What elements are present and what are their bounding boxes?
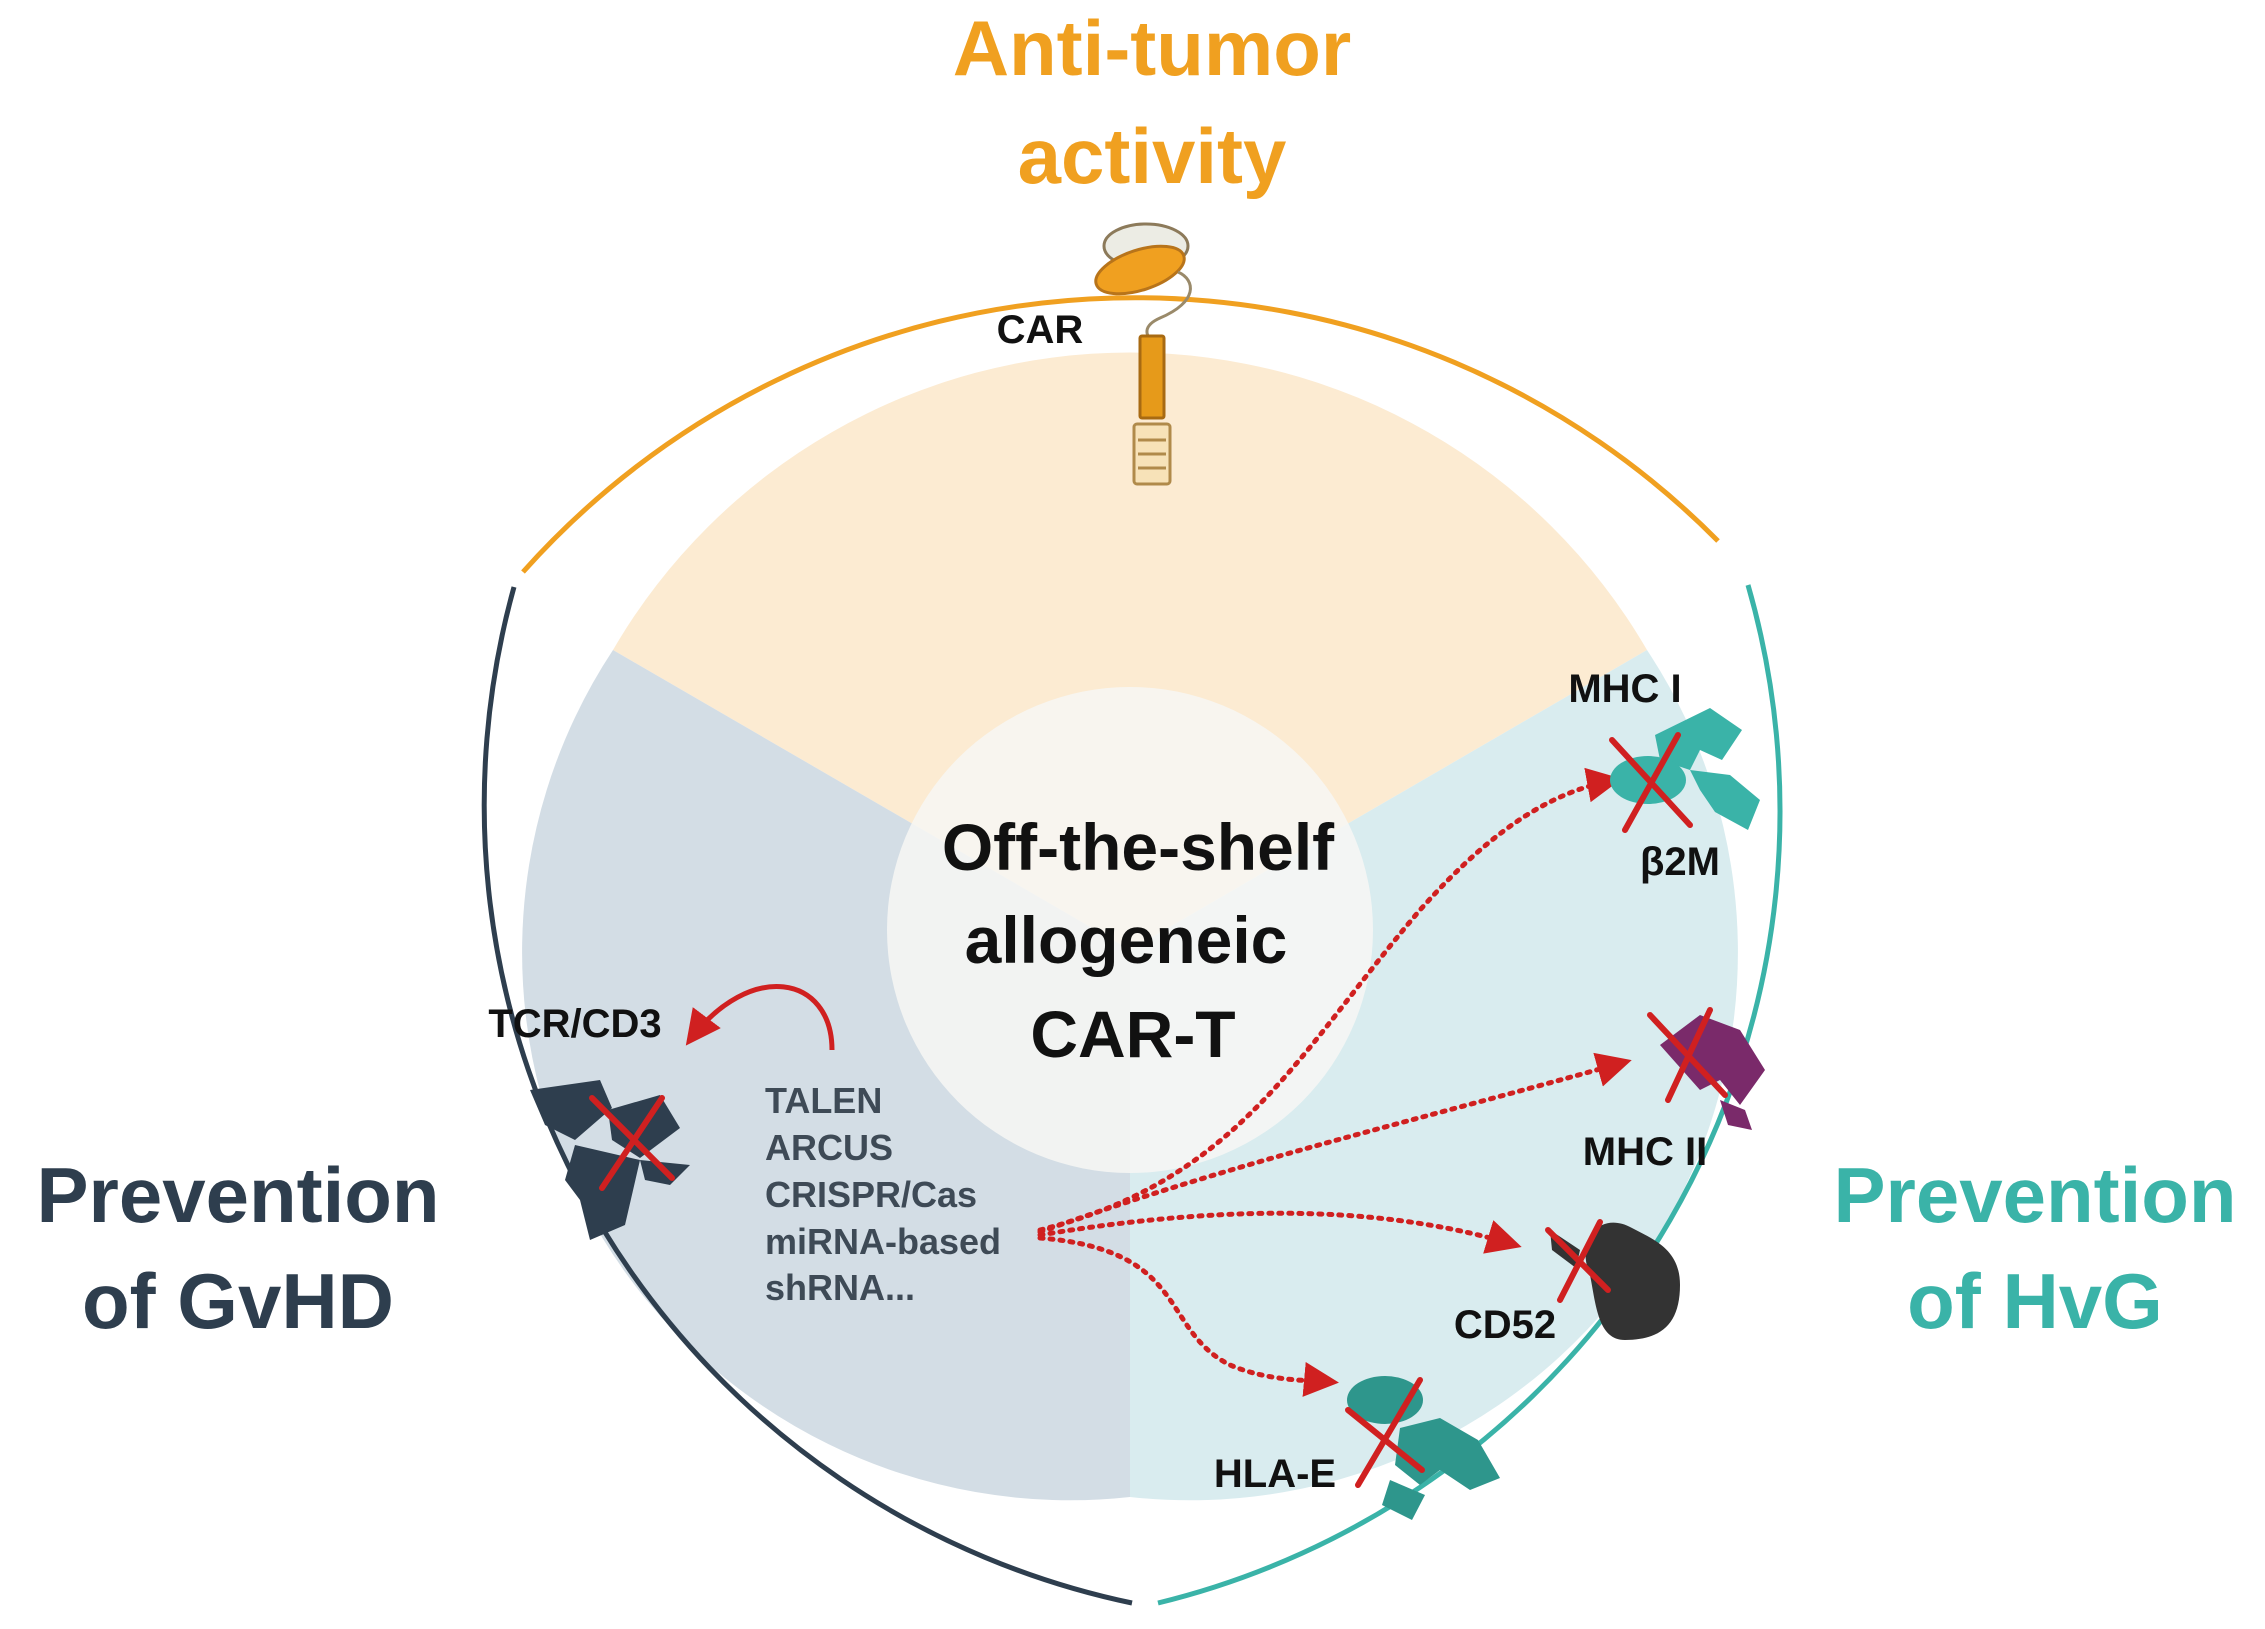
mhc1-label: MHC I [1568,667,1681,711]
cd52-knockout-cross-icon [1545,1219,1611,1303]
center-label-line2: allogeneic [965,903,1288,977]
mhc2-icon [1660,1015,1765,1130]
center-disc [887,687,1373,1173]
title-hvg-line2: of HvG [1907,1257,2163,1345]
b2m-label: β2M [1640,840,1720,884]
method-item: shRNA... [765,1267,915,1308]
title-hvg-line1: Prevention [1833,1151,2236,1239]
arc-hvg [1157,584,1783,1606]
hla-e-label: HLA-E [1214,1452,1336,1496]
arrow-to-mhc1 [1037,767,1622,1233]
center-label-line3: CAR-T [1030,997,1235,1071]
cd52-label: CD52 [1454,1303,1556,1347]
method-item: TALEN [765,1080,882,1121]
method-item: ARCUS [765,1127,893,1168]
mhc1-knockout-cross-icon [1609,732,1693,833]
title-gvhd-line1: Prevention [36,1151,439,1239]
arc-anti-tumor [521,295,1720,574]
title-anti-tumor-line1: Anti-tumor [953,4,1352,92]
arrow-to-hla-e [1037,1235,1339,1397]
sector-anti-tumor [613,352,1647,950]
tcr-cd3-label: TCR/CD3 [488,1002,661,1046]
tcr-arrow [685,984,835,1051]
arrow-to-mhc2 [1037,1052,1632,1235]
title-gvhd-line2: of GvHD [82,1257,394,1345]
mhc2-knockout-cross-icon [1647,1007,1728,1103]
tcr-cd3-knockout-cross-icon [589,1095,675,1191]
center-label-line1: Off-the-shelf [942,810,1335,884]
mhc2-label: MHC II [1583,1130,1707,1174]
car-molecule-icon [1094,222,1192,486]
title-anti-tumor-line2: activity [1018,112,1287,200]
method-item: CRISPR/Cas [765,1174,977,1215]
arrow-to-cd52 [1037,1210,1522,1254]
method-item: miRNA-based [765,1221,1001,1262]
section-titles: Anti-tumor activity Prevention of GvHD P… [36,4,2236,1345]
center-label: Off-the-shelf allogeneic CAR-T [942,810,1335,1071]
dotted-arrows [1037,767,1632,1397]
car-label: CAR [997,308,1084,352]
methods-list: TALEN ARCUS CRISPR/Cas miRNA-based shRNA… [765,1080,1001,1308]
hla-e-knockout-cross-icon [1345,1377,1425,1488]
inner-sectors [522,352,1738,1501]
